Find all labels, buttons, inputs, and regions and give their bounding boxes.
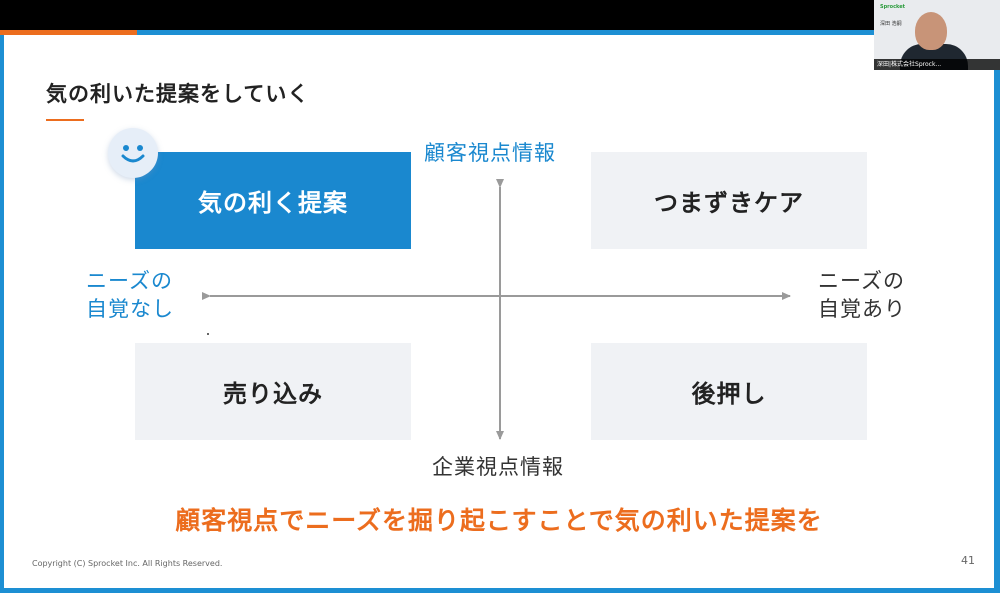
frame-left bbox=[0, 35, 4, 593]
axis-label-left-line2: 自覚なし bbox=[86, 297, 174, 321]
smiley-icon bbox=[108, 128, 158, 178]
quadrant-axes bbox=[202, 179, 791, 440]
quadrant-top-left: 気の利く提案 bbox=[135, 152, 411, 249]
axis-label-right-line2: 自覚あり bbox=[818, 297, 906, 321]
axis-label-bottom: 企業視点情報 bbox=[432, 455, 564, 479]
quadrant-top-right: つまずきケア bbox=[591, 152, 867, 249]
page-number: 41 bbox=[961, 554, 975, 567]
slide-accent-line bbox=[0, 30, 1000, 35]
webcam-logo: Sprocket bbox=[880, 4, 906, 10]
quadrant-bottom-right: 後押し bbox=[591, 343, 867, 440]
axis-label-left-line1: ニーズの bbox=[86, 269, 173, 293]
quadrant-bottom-left: 売り込み bbox=[135, 343, 411, 440]
frame-right bbox=[994, 35, 1000, 593]
webcam-name: 深田 浩嗣 bbox=[880, 21, 902, 27]
webcam-caption: 深田|株式会社Sprock... bbox=[874, 59, 1000, 70]
axis-label-right-line1: ニーズの bbox=[818, 269, 905, 293]
presenter-head bbox=[915, 12, 947, 50]
accent-line-orange bbox=[0, 30, 137, 35]
frame-bottom bbox=[0, 588, 1000, 593]
axis-label-left: ニーズの 自覚なし bbox=[86, 267, 174, 323]
slide-title: 気の利いた提案をしていく bbox=[46, 82, 310, 106]
axis-label-right: ニーズの 自覚あり bbox=[818, 267, 906, 323]
webcam-thumbnail[interactable]: Sprocket 深田 浩嗣 深田|株式会社Sprock... bbox=[874, 0, 1000, 70]
stray-dot bbox=[207, 333, 209, 335]
title-underline bbox=[46, 119, 84, 121]
conclusion-text: 顧客視点でニーズを掘り起こすことで気の利いた提案を bbox=[175, 506, 823, 535]
presentation-slide: 気の利いた提案をしていく 気の利く提案 つまずきケア 売り込み 後押し 顧客視点… bbox=[4, 35, 994, 588]
axis-label-top: 顧客視点情報 bbox=[424, 141, 556, 165]
window-top-bar bbox=[0, 0, 1000, 30]
copyright-text: Copyright (C) Sprocket Inc. All Rights R… bbox=[32, 559, 223, 568]
